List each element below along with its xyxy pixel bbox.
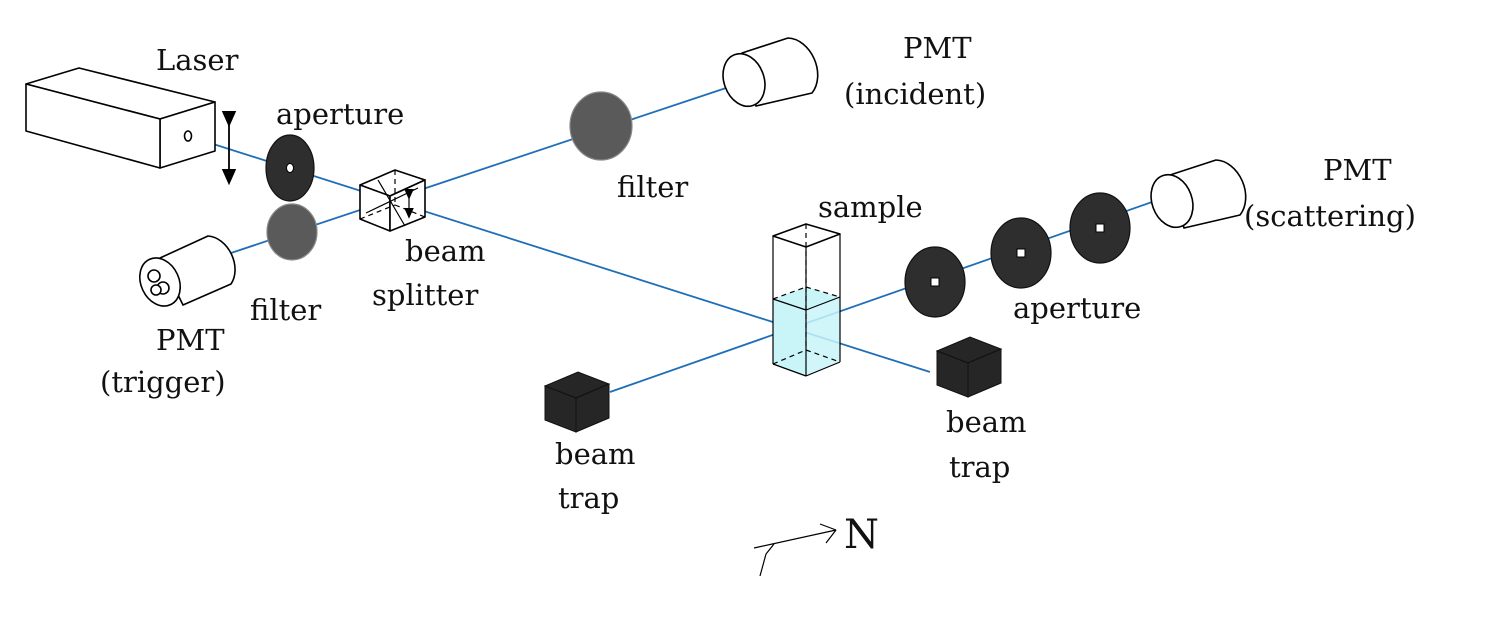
pmt-trigger-label-1: PMT <box>156 323 225 357</box>
beam-trap-right-label-2: trap <box>949 450 1010 484</box>
pmt-trigger-label-2: (trigger) <box>100 365 226 399</box>
laser-box <box>25 67 216 169</box>
beam-splitter-cube <box>359 169 426 232</box>
sample-label: sample <box>818 190 923 224</box>
filter-trigger-label: filter <box>250 293 321 327</box>
aperture-scattering-2 <box>990 217 1052 289</box>
pmt-scattering-label-1: PMT <box>1323 153 1392 187</box>
aperture-scattering-3 <box>1069 192 1131 264</box>
pmt-incident-label-1: PMT <box>903 31 972 65</box>
aperture-scattering-label: aperture <box>1013 291 1141 325</box>
pmt-scattering-label-2: (scattering) <box>1244 199 1416 233</box>
beam-trap-left-label-2: trap <box>558 481 619 515</box>
beam-trap-left-label-1: beam <box>555 437 636 471</box>
filter-trigger <box>266 203 318 261</box>
beam-trap-left <box>543 371 611 433</box>
beam-trap-right-label-1: beam <box>946 405 1027 439</box>
aperture-scattering-1 <box>904 246 966 318</box>
sample-cuvette <box>772 223 841 377</box>
beam-splitter-label-2: splitter <box>372 278 478 312</box>
pmt-incident <box>722 37 819 108</box>
north-label: N <box>844 512 879 558</box>
beam-splitter-label-1: beam <box>405 234 486 268</box>
pmt-scattering <box>1150 159 1247 229</box>
laser-label: Laser <box>156 43 239 77</box>
beam-trap-right <box>935 336 1003 398</box>
north-indicator <box>753 523 837 577</box>
pmt-trigger <box>138 235 236 307</box>
pmt-incident-label-2: (incident) <box>844 77 986 111</box>
aperture-laser-label: aperture <box>276 97 404 131</box>
filter-incident <box>569 91 633 161</box>
filter-incident-label: filter <box>617 170 688 204</box>
aperture-laser <box>265 134 315 202</box>
